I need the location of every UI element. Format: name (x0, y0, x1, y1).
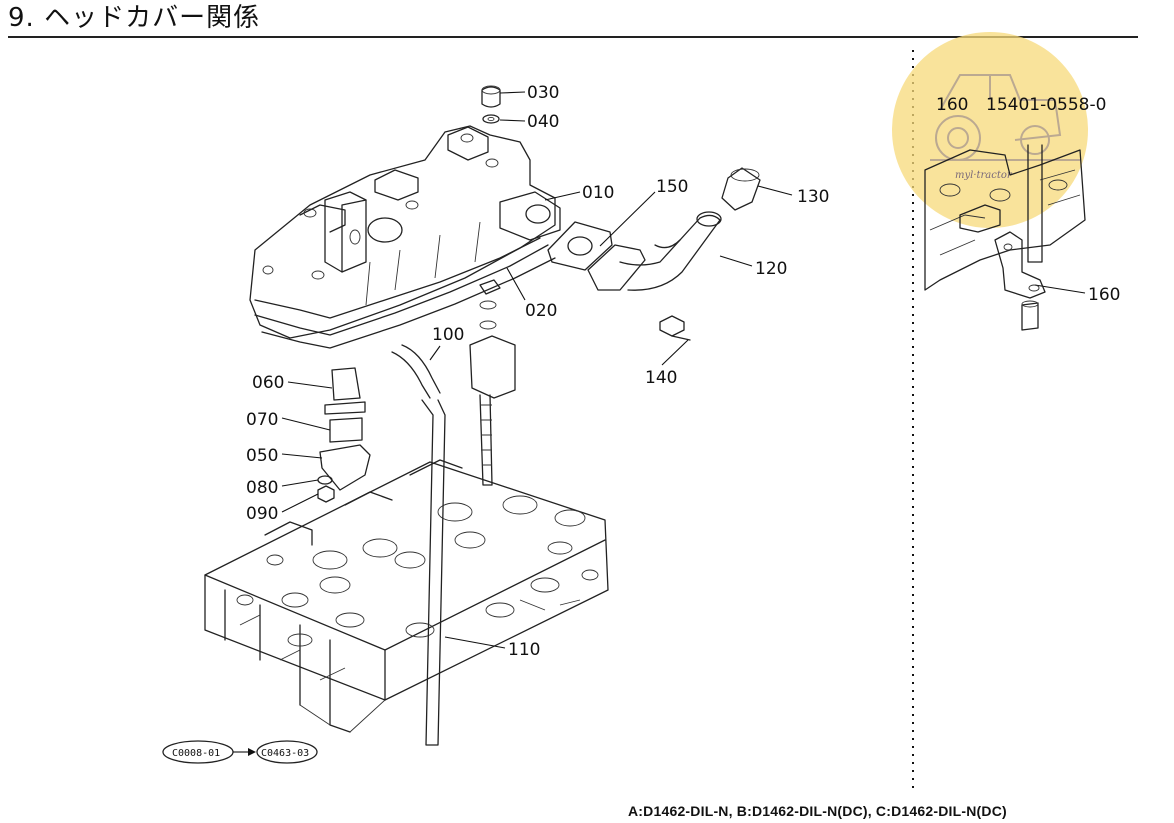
head-cover (249, 125, 561, 349)
label-100: 100 (432, 325, 464, 345)
label-050: 050 (246, 446, 278, 466)
cylinder-head (204, 459, 609, 733)
inset-engine-sketch (924, 144, 1086, 331)
part-140-bolt (659, 315, 691, 341)
inset-ref-index: 160 (936, 95, 968, 115)
part-100-hose (391, 344, 441, 399)
part-040-washer (482, 114, 500, 124)
label-070: 070 (246, 410, 278, 430)
part-150-gasket (547, 221, 613, 271)
part-030-cap (481, 85, 501, 108)
label-080: 080 (246, 478, 278, 498)
watermark-text: myl·tractor (955, 170, 1013, 181)
reference-to: C0463-03 (261, 748, 309, 759)
part-130-cap (721, 167, 761, 211)
stud-bolt-assembly (469, 279, 516, 486)
page-title: 9. ヘッドカバー関係 (8, 3, 261, 33)
inset-ref-part-number: 15401-0558-0 (986, 95, 1106, 115)
part-090-nut (317, 485, 335, 503)
label-130: 130 (797, 187, 829, 207)
label-040: 040 (527, 112, 559, 132)
model-applicability-footer: A:D1462-DIL-N, B:D1462-DIL-N(DC), C:D146… (628, 803, 1007, 819)
label-090: 090 (246, 504, 278, 524)
part-120-pipe (587, 211, 722, 291)
inset-watermark: myl·tractor (892, 32, 1088, 228)
reference-bubbles: C0008-01 C0463-03 (162, 740, 318, 764)
part-060-spring (324, 367, 366, 415)
label-110: 110 (508, 640, 540, 660)
label-020: 020 (525, 301, 557, 321)
part-070-block (329, 417, 363, 443)
label-150: 150 (656, 177, 688, 197)
leader-lines (281, 91, 1086, 649)
reference-from: C0008-01 (172, 748, 220, 759)
label-140: 140 (645, 368, 677, 388)
label-160: 160 (1088, 285, 1120, 305)
title-underline (8, 36, 1138, 38)
part-050-bracket (319, 444, 371, 491)
part-080-washer (317, 475, 333, 485)
part-110-pipe (421, 399, 446, 746)
label-030: 030 (527, 83, 559, 103)
label-060: 060 (252, 373, 284, 393)
label-010: 010 (582, 183, 614, 203)
label-120: 120 (755, 259, 787, 279)
